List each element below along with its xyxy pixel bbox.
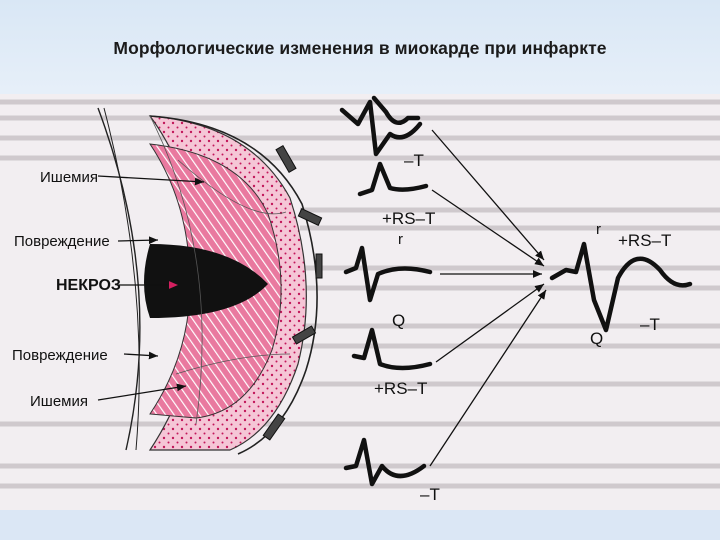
slide-title: Морфологические изменения в миокарде при… xyxy=(0,38,720,59)
label-ischemia-bottom: Ишемия xyxy=(30,393,88,410)
lead2-rst-label: +RS–T xyxy=(382,209,435,228)
lead1-t-label: –T xyxy=(404,151,424,170)
label-injury-top: Повреждение xyxy=(14,233,110,250)
lead4-rst-label: +RS–T xyxy=(374,379,427,398)
label-injury-bottom: Повреждение xyxy=(12,347,108,364)
converging-arrows xyxy=(430,130,546,466)
diagram-svg: Ишемия Повреждение НЕКРОЗ Повреждение Иш… xyxy=(0,94,720,510)
electrode-3 xyxy=(316,254,322,278)
lead3-q-label: Q xyxy=(392,311,405,330)
ecg-combined: r +RS–T Q –T xyxy=(552,221,690,348)
infarction-diagram: Ишемия Повреждение НЕКРОЗ Повреждение Иш… xyxy=(0,94,720,510)
lead5-t-label: –T xyxy=(420,485,440,504)
ecg-lead-2: +RS–T r xyxy=(360,164,435,248)
label-necrosis: НЕКРОЗ xyxy=(56,277,121,294)
combined-q-label: Q xyxy=(590,329,603,348)
combined-t-label: –T xyxy=(640,315,660,334)
ecg-lead-4: +RS–T xyxy=(354,330,430,398)
slide-footer-band xyxy=(0,510,720,540)
combined-rst-label: +RS–T xyxy=(618,231,671,250)
lead2-r-label: r xyxy=(398,231,403,248)
label-ischemia-top: Ишемия xyxy=(40,169,98,186)
combined-r-label: r xyxy=(596,221,601,238)
ecg-lead-5: –T xyxy=(346,440,440,504)
